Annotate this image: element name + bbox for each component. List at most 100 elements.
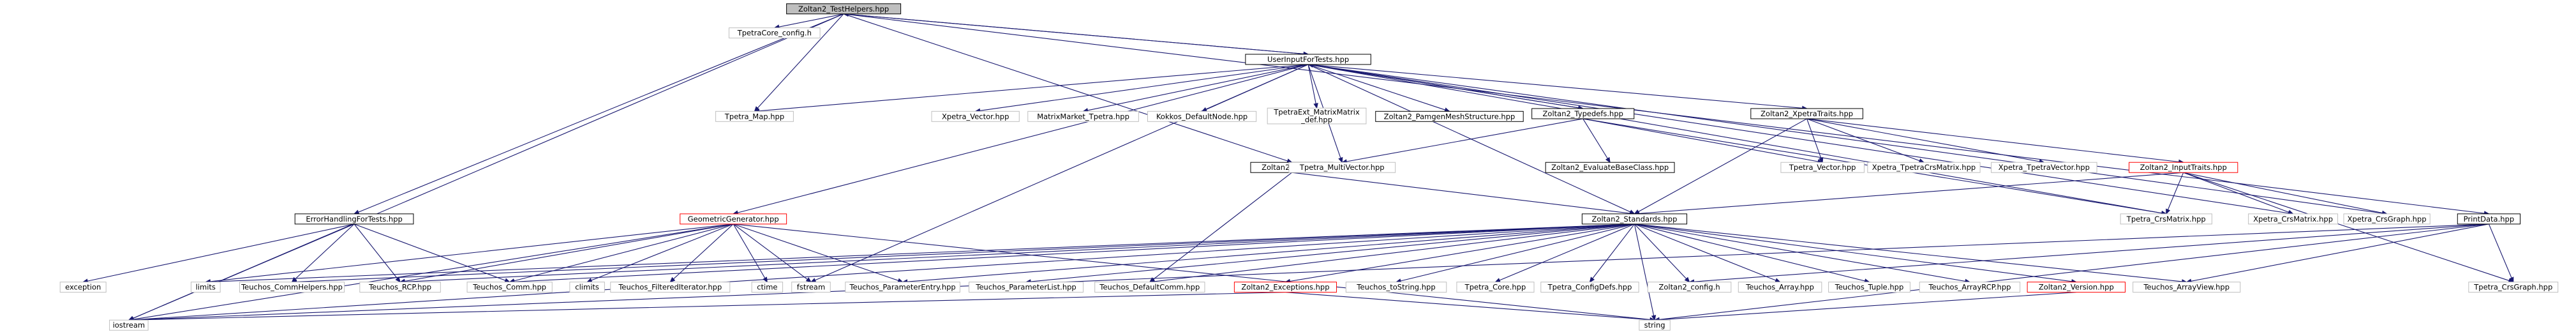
node-xpetra-tpetravec[interactable]: Xpetra_TpetraVector.hpp: [1991, 162, 2097, 173]
node-error-handling[interactable]: ErrorHandlingForTests.hpp: [294, 213, 414, 225]
node-box: [1750, 108, 1863, 119]
node-box: [1375, 110, 1524, 122]
node-label: Teuchos_RCP.hpp: [368, 283, 431, 292]
node-tpetra-map[interactable]: Tpetra_Map.hpp: [715, 110, 794, 122]
node-ctime[interactable]: ctime: [751, 282, 784, 293]
node-box: [786, 3, 902, 15]
node-printdata[interactable]: PrintData.hpp: [2457, 213, 2521, 225]
edge-geometric_gen-to-iostream: [128, 224, 734, 321]
node-tpetra-crsgraph[interactable]: Tpetra_CrsGraph.hpp: [2468, 282, 2559, 293]
edge-geometric_gen-to-teuchos_rcp: [399, 224, 734, 283]
node-xpetra-traits[interactable]: Zoltan2_XpetraTraits.hpp: [1750, 108, 1863, 119]
node-string[interactable]: string: [1639, 319, 1671, 331]
node-user-input[interactable]: UserInputForTests.hpp: [1245, 54, 1371, 65]
node-box: [1267, 107, 1367, 125]
edge-typedefs-to-tpetra_multivector: [1342, 118, 1583, 163]
edge-printdata-to-teuchos_arrayview: [2186, 224, 2489, 283]
node-label: Teuchos_ArrayRCP.hpp: [1928, 283, 2011, 292]
edge-user_input-to-matrixmarket: [1083, 64, 1309, 112]
node-label: Tpetra_Vector.hpp: [1789, 163, 1856, 172]
node-kokkos-default[interactable]: Kokkos_DefaultNode.hpp: [1147, 110, 1257, 122]
node-zoltan2-config[interactable]: Zoltan2_config.h: [1647, 282, 1732, 293]
edge-xpetra_traits-to-tpetra_vector: [1806, 118, 1823, 163]
node-teuchos-tuple[interactable]: Teuchos_Tuple.hpp: [1828, 282, 1910, 293]
node-standards[interactable]: Zoltan2_Standards.hpp: [1581, 213, 1688, 225]
node-teuchos-comm[interactable]: Teuchos_Comm.hpp: [466, 282, 553, 293]
node-xpetra-vector[interactable]: Xpetra_Vector.hpp: [931, 110, 1020, 122]
node-tpetra-multivector[interactable]: Tpetra_MultiVector.hpp: [1288, 162, 1396, 173]
node-input-traits[interactable]: Zoltan2_InputTraits.hpp: [2129, 162, 2238, 173]
node-climits[interactable]: climits: [569, 282, 605, 293]
edge-xpetra_traits-to-input_traits: [1806, 118, 2184, 163]
node-box: [2129, 162, 2238, 173]
node-tpetra-vector[interactable]: Tpetra_Vector.hpp: [1780, 162, 1865, 173]
node-teuchos-paramentry[interactable]: Teuchos_ParameterEntry.hpp: [845, 282, 960, 293]
arrowhead-user_input-to-fstream: [810, 278, 817, 283]
edge-standards-to-tpetra_core: [1495, 224, 1635, 283]
node-label: Zoltan2_Standards.hpp: [1592, 215, 1678, 224]
node-tpetra-configdefs[interactable]: Tpetra_ConfigDefs.hpp: [1540, 282, 1639, 293]
node-xpetra-crsmatrix[interactable]: Xpetra_CrsMatrix.hpp: [2248, 213, 2339, 225]
node-tpetra-crsmatrix[interactable]: Tpetra_CrsMatrix.hpp: [2120, 213, 2212, 225]
node-tpetraext[interactable]: TpetraExt_MatrixMatrix_def.hpp: [1267, 107, 1367, 125]
node-teuchos-filtered[interactable]: Teuchos_FilteredIterator.hpp: [610, 282, 731, 293]
edge-user_input-to-geometric_gen: [733, 64, 1309, 215]
node-limits[interactable]: limits: [190, 282, 221, 293]
edge-standards-to-teuchos_arrayrcp: [1634, 224, 1970, 283]
node-xpetra-crsgraph[interactable]: Xpetra_CrsGraph.hpp: [2343, 213, 2431, 225]
edge-input_traits-to-xpetra_crsmatrix: [2183, 172, 2293, 215]
node-label: Tpetra_Core.hpp: [1464, 283, 1526, 292]
edge-standards-to-teuchos_rcp: [400, 224, 1635, 283]
node-typedefs[interactable]: Zoltan2_Typedefs.hpp: [1531, 108, 1635, 119]
node-label: Teuchos_ArrayView.hpp: [2143, 283, 2230, 292]
edge-input_traits-to-tpetra_crsmatrix: [2166, 172, 2184, 215]
node-matrixmarket[interactable]: MatrixMarket_Tpetra.hpp: [1027, 110, 1139, 122]
node-fstream[interactable]: fstream: [791, 282, 831, 293]
node-xpetra-tpetracrs[interactable]: Xpetra_TpetraCrsMatrix.hpp: [1867, 162, 1981, 173]
node-box: [1647, 282, 1732, 293]
edge-geometric_gen-to-teuchos_filtered: [669, 224, 734, 283]
node-eval-base[interactable]: Zoltan2_EvaluateBaseClass.hpp: [1545, 162, 1675, 173]
node-box: [610, 282, 731, 293]
node-label: Teuchos_ParameterList.hpp: [975, 283, 1076, 292]
node-root[interactable]: Zoltan2_TestHelpers.hpp: [786, 3, 902, 15]
node-label: limits: [196, 283, 216, 292]
node-geometric-gen[interactable]: GeometricGenerator.hpp: [680, 213, 787, 225]
node-box: [59, 282, 107, 293]
node-teuchos-arrayview[interactable]: Teuchos_ArrayView.hpp: [2133, 282, 2241, 293]
node-teuchos-commhelpers[interactable]: Teuchos_CommHelpers.hpp: [239, 282, 345, 293]
node-box: [2248, 213, 2339, 225]
edge-standards-to-teuchos_tuple: [1634, 224, 1870, 283]
node-box: [2120, 213, 2212, 225]
node-label: Xpetra_TpetraVector.hpp: [1999, 163, 2090, 172]
node-tpetra-core[interactable]: Tpetra_Core.hpp: [1456, 282, 1535, 293]
node-box: [1288, 162, 1396, 173]
node-iostream[interactable]: iostream: [109, 319, 149, 331]
node-label: Xpetra_CrsGraph.hpp: [2348, 215, 2427, 224]
edge-user_input-to-xpetra_traits: [1308, 64, 1807, 109]
edge-user_input-to-xpetra_crsmatrix: [1308, 64, 2293, 215]
edge-standards-to-zoltan2_version: [1634, 224, 2076, 283]
edge-zoltan2_util-to-teuchos_defaultcomm: [1149, 172, 1292, 283]
node-box: [2027, 282, 2126, 293]
node-tpetra-core-config[interactable]: TpetraCore_config.h: [728, 27, 821, 39]
node-zoltan2-exceptions[interactable]: Zoltan2_Exceptions.hpp: [1233, 282, 1337, 293]
edge-printdata-to-zoltan2_config: [1689, 224, 2489, 283]
node-teuchos-tostring[interactable]: Teuchos_toString.hpp: [1345, 282, 1447, 293]
node-label: Zoltan2_Version.hpp: [2039, 283, 2114, 292]
node-teuchos-paramlist[interactable]: Teuchos_ParameterList.hpp: [969, 282, 1084, 293]
edge-standards-to-zoltan2_config: [1634, 224, 1690, 283]
node-label: TpetraExt_MatrixMatrix: [1273, 108, 1360, 117]
node-pamgen[interactable]: Zoltan2_PamgenMeshStructure.hpp: [1375, 110, 1524, 122]
node-zoltan2-version[interactable]: Zoltan2_Version.hpp: [2027, 282, 2126, 293]
arrowhead-geometric_gen-to-teuchos_filtered: [669, 277, 676, 283]
node-teuchos-arrayrcp[interactable]: Teuchos_ArrayRCP.hpp: [1919, 282, 2021, 293]
edge-standards-to-teuchos_tostring: [1396, 224, 1635, 283]
node-teuchos-rcp[interactable]: Teuchos_RCP.hpp: [359, 282, 441, 293]
node-exception[interactable]: exception: [59, 282, 107, 293]
node-teuchos-defaultcomm[interactable]: Teuchos_DefaultComm.hpp: [1094, 282, 1205, 293]
edge-standards-to-zoltan2_exceptions: [1285, 224, 1635, 283]
node-teuchos-array[interactable]: Teuchos_Array.hpp: [1738, 282, 1822, 293]
node-box: [1867, 162, 1981, 173]
node-box: [1233, 282, 1337, 293]
